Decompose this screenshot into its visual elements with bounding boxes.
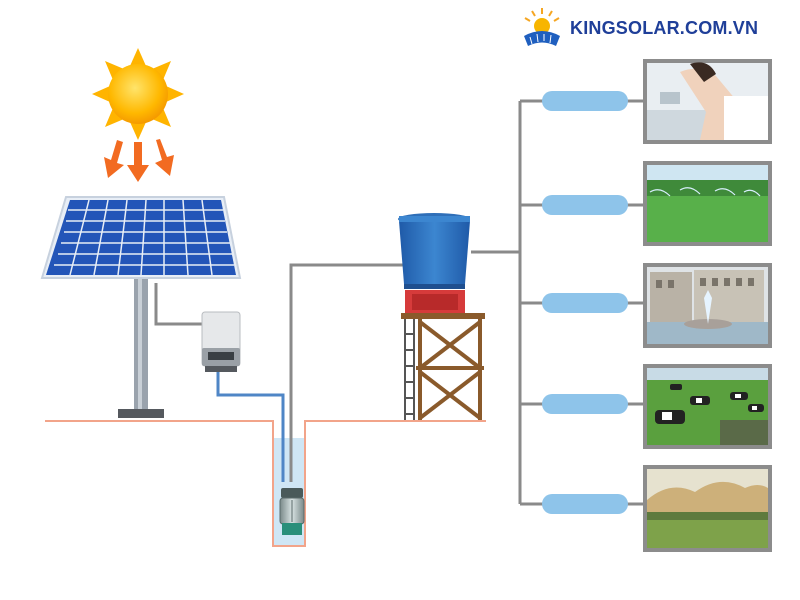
borehole-pump-icon (279, 488, 305, 535)
ground-line (45, 420, 486, 547)
city-fountain-photo (643, 263, 772, 348)
sun-solar-panel-logo-icon (524, 8, 560, 46)
sunlight-arrows-icon (104, 139, 174, 182)
household-water-photo (643, 59, 772, 144)
application-label-pill (542, 195, 628, 215)
inverter-icon (201, 311, 241, 372)
brand-logo: KINGSOLAR.COM.VN (520, 6, 758, 50)
farm-irrigation-photo (643, 161, 772, 246)
brand-name: KINGSOLAR.COM.VN (570, 17, 759, 38)
application-label-pill (542, 494, 628, 514)
sun-icon (92, 48, 184, 140)
livestock-cows-photo (643, 364, 772, 449)
power-cable (154, 283, 285, 482)
solar-panel-icon (40, 196, 242, 418)
desert-landscape-photo (643, 465, 772, 552)
application-label-pill (542, 293, 628, 313)
application-label-pill (542, 91, 628, 111)
water-tank-tower-icon (398, 213, 485, 420)
application-label-pill (542, 394, 628, 414)
